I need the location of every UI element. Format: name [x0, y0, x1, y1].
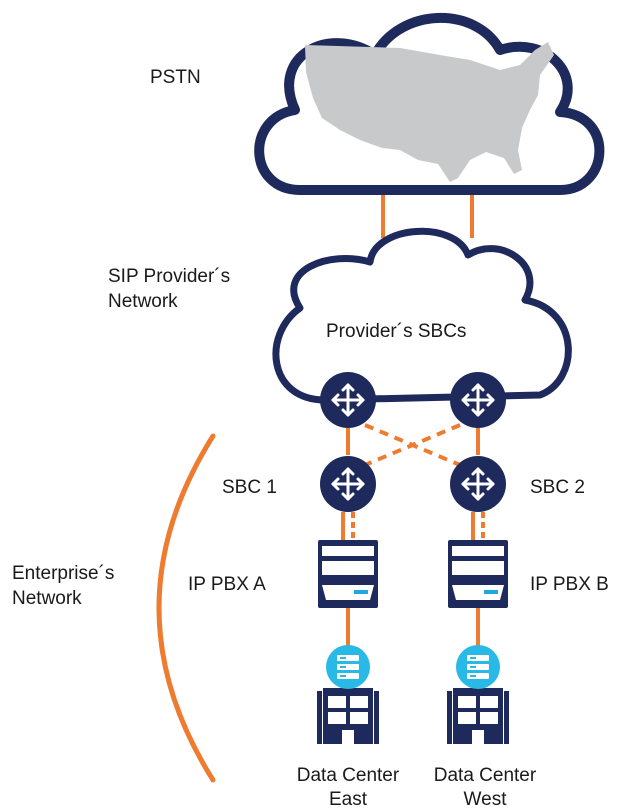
us-map-icon	[305, 42, 554, 182]
ip-pbx-b-label: IP PBX B	[530, 574, 609, 595]
pstn-provider-links	[381, 192, 474, 238]
provider-router-left-icon	[318, 370, 378, 430]
provider-cloud	[272, 227, 572, 404]
pstn-label: PSTN	[150, 67, 201, 88]
data-center-west-label-line1: Data Center	[433, 765, 537, 786]
data-center-east-building-icon	[317, 688, 379, 744]
sip-provider-label-line2: Network	[108, 291, 178, 312]
enterprise-label-line2: Network	[12, 588, 82, 609]
sbc2-label: SBC 2	[530, 477, 585, 498]
data-center-east-label-line1: Data Center	[296, 765, 400, 786]
cross-links	[364, 423, 461, 467]
sbc2-router-icon	[448, 454, 508, 514]
enterprise-label-line1: Enterprise´s	[12, 563, 115, 584]
enterprise-bracket	[156, 433, 216, 783]
sip-provider-label-line1: SIP Provider´s	[108, 266, 231, 287]
ip-pbx-a-server-icon	[318, 540, 378, 608]
data-center-east-database-icon	[326, 645, 370, 689]
pstn-cloud	[254, 13, 605, 195]
sbc1-router-icon	[318, 454, 378, 514]
sbc-pbx-dashed-links	[351, 512, 485, 540]
sbc1-label: SBC 1	[222, 477, 277, 498]
data-center-west-database-icon	[456, 645, 500, 689]
provider-sbcs-label: Provider´s SBCs	[326, 321, 467, 342]
sbc-pbx-links	[341, 512, 475, 540]
provider-sbc-links	[346, 428, 480, 455]
ip-pbx-b-server-icon	[448, 540, 508, 608]
data-center-west-label-line2: West	[463, 789, 507, 810]
provider-router-right-icon	[448, 370, 508, 430]
data-center-east-label-line2: East	[328, 789, 368, 810]
data-center-west-building-icon	[447, 688, 509, 744]
ip-pbx-a-label: IP PBX A	[188, 574, 266, 595]
